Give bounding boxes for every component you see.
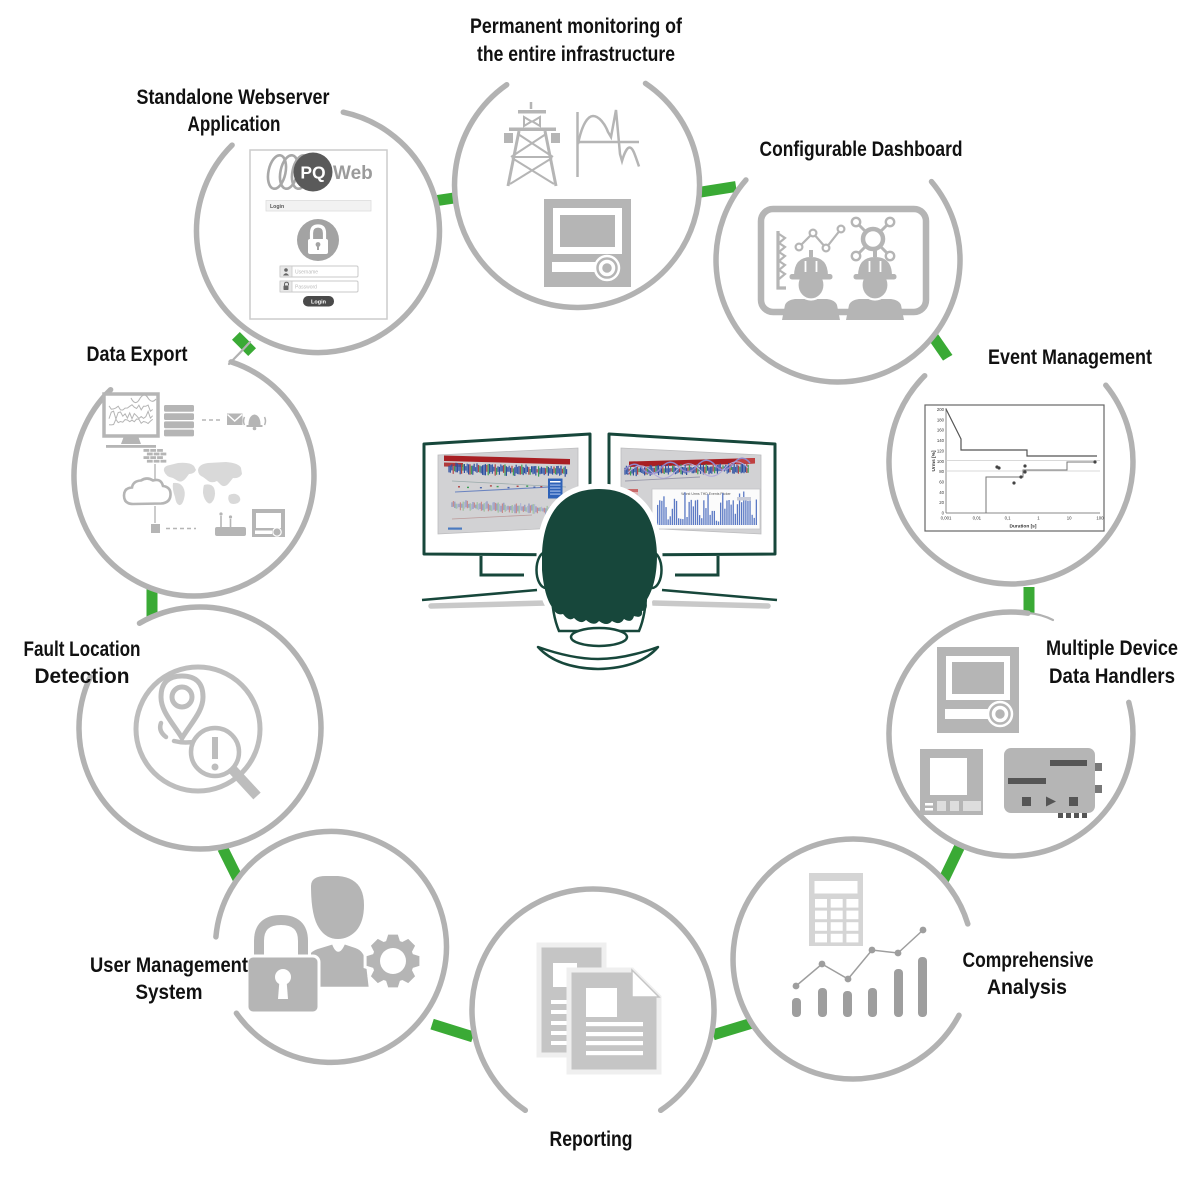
svg-text:160: 160 (937, 428, 945, 433)
svg-text:Data Export: Data Export (87, 342, 188, 366)
svg-text:200: 200 (937, 407, 945, 412)
svg-text:Detection: Detection (35, 664, 130, 688)
svg-text:Worst Urms THD Events Flic: Worst Urms THD Events Flicker (681, 492, 731, 496)
svg-text:System: System (136, 980, 203, 1004)
svg-text:Fault Location: Fault Location (24, 637, 141, 661)
svg-text:100: 100 (1096, 516, 1104, 521)
svg-text:60: 60 (939, 479, 944, 484)
svg-text:40: 40 (939, 490, 944, 495)
svg-text:Urms [%]: Urms [%] (931, 450, 937, 471)
svg-text:80: 80 (939, 469, 944, 474)
svg-text:Application: Application (188, 112, 281, 136)
svg-text:Web: Web (333, 163, 373, 184)
svg-text:0,1: 0,1 (1005, 516, 1012, 521)
svg-text:0: 0 (942, 511, 945, 516)
svg-text:PQ: PQ (300, 163, 325, 183)
svg-text:the entire infrastructure: the entire infrastructure (477, 42, 675, 66)
svg-text:Duration [s]: Duration [s] (1010, 524, 1037, 530)
svg-text:0,01: 0,01 (973, 516, 982, 521)
svg-text:10: 10 (1067, 516, 1072, 521)
svg-text:Configurable Dashboard: Configurable Dashboard (760, 137, 963, 161)
svg-text:Event Management: Event Management (988, 345, 1152, 369)
svg-text:User Management: User Management (90, 953, 248, 977)
svg-text:20: 20 (939, 500, 944, 505)
svg-text:Reporting: Reporting (550, 1127, 633, 1151)
svg-text:Password: Password (295, 285, 317, 291)
svg-text:140: 140 (937, 438, 945, 443)
svg-text:120: 120 (937, 448, 945, 453)
svg-text:Username: Username (295, 270, 318, 276)
svg-text:0,001: 0,001 (941, 516, 952, 521)
svg-text:1: 1 (1037, 516, 1040, 521)
svg-text:Permanent monitoring of: Permanent monitoring of (470, 14, 683, 38)
svg-text:Multiple Device: Multiple Device (1046, 636, 1178, 660)
svg-text:Analysis: Analysis (987, 975, 1067, 999)
svg-text:Data Handlers: Data Handlers (1049, 664, 1175, 688)
svg-text:Comprehensive: Comprehensive (963, 948, 1094, 972)
svg-text:Standalone Webserver: Standalone Webserver (137, 85, 331, 109)
svg-text:100: 100 (937, 459, 945, 464)
svg-text:Login: Login (270, 204, 284, 210)
svg-text:180: 180 (937, 417, 945, 422)
svg-text:Login: Login (311, 300, 327, 306)
